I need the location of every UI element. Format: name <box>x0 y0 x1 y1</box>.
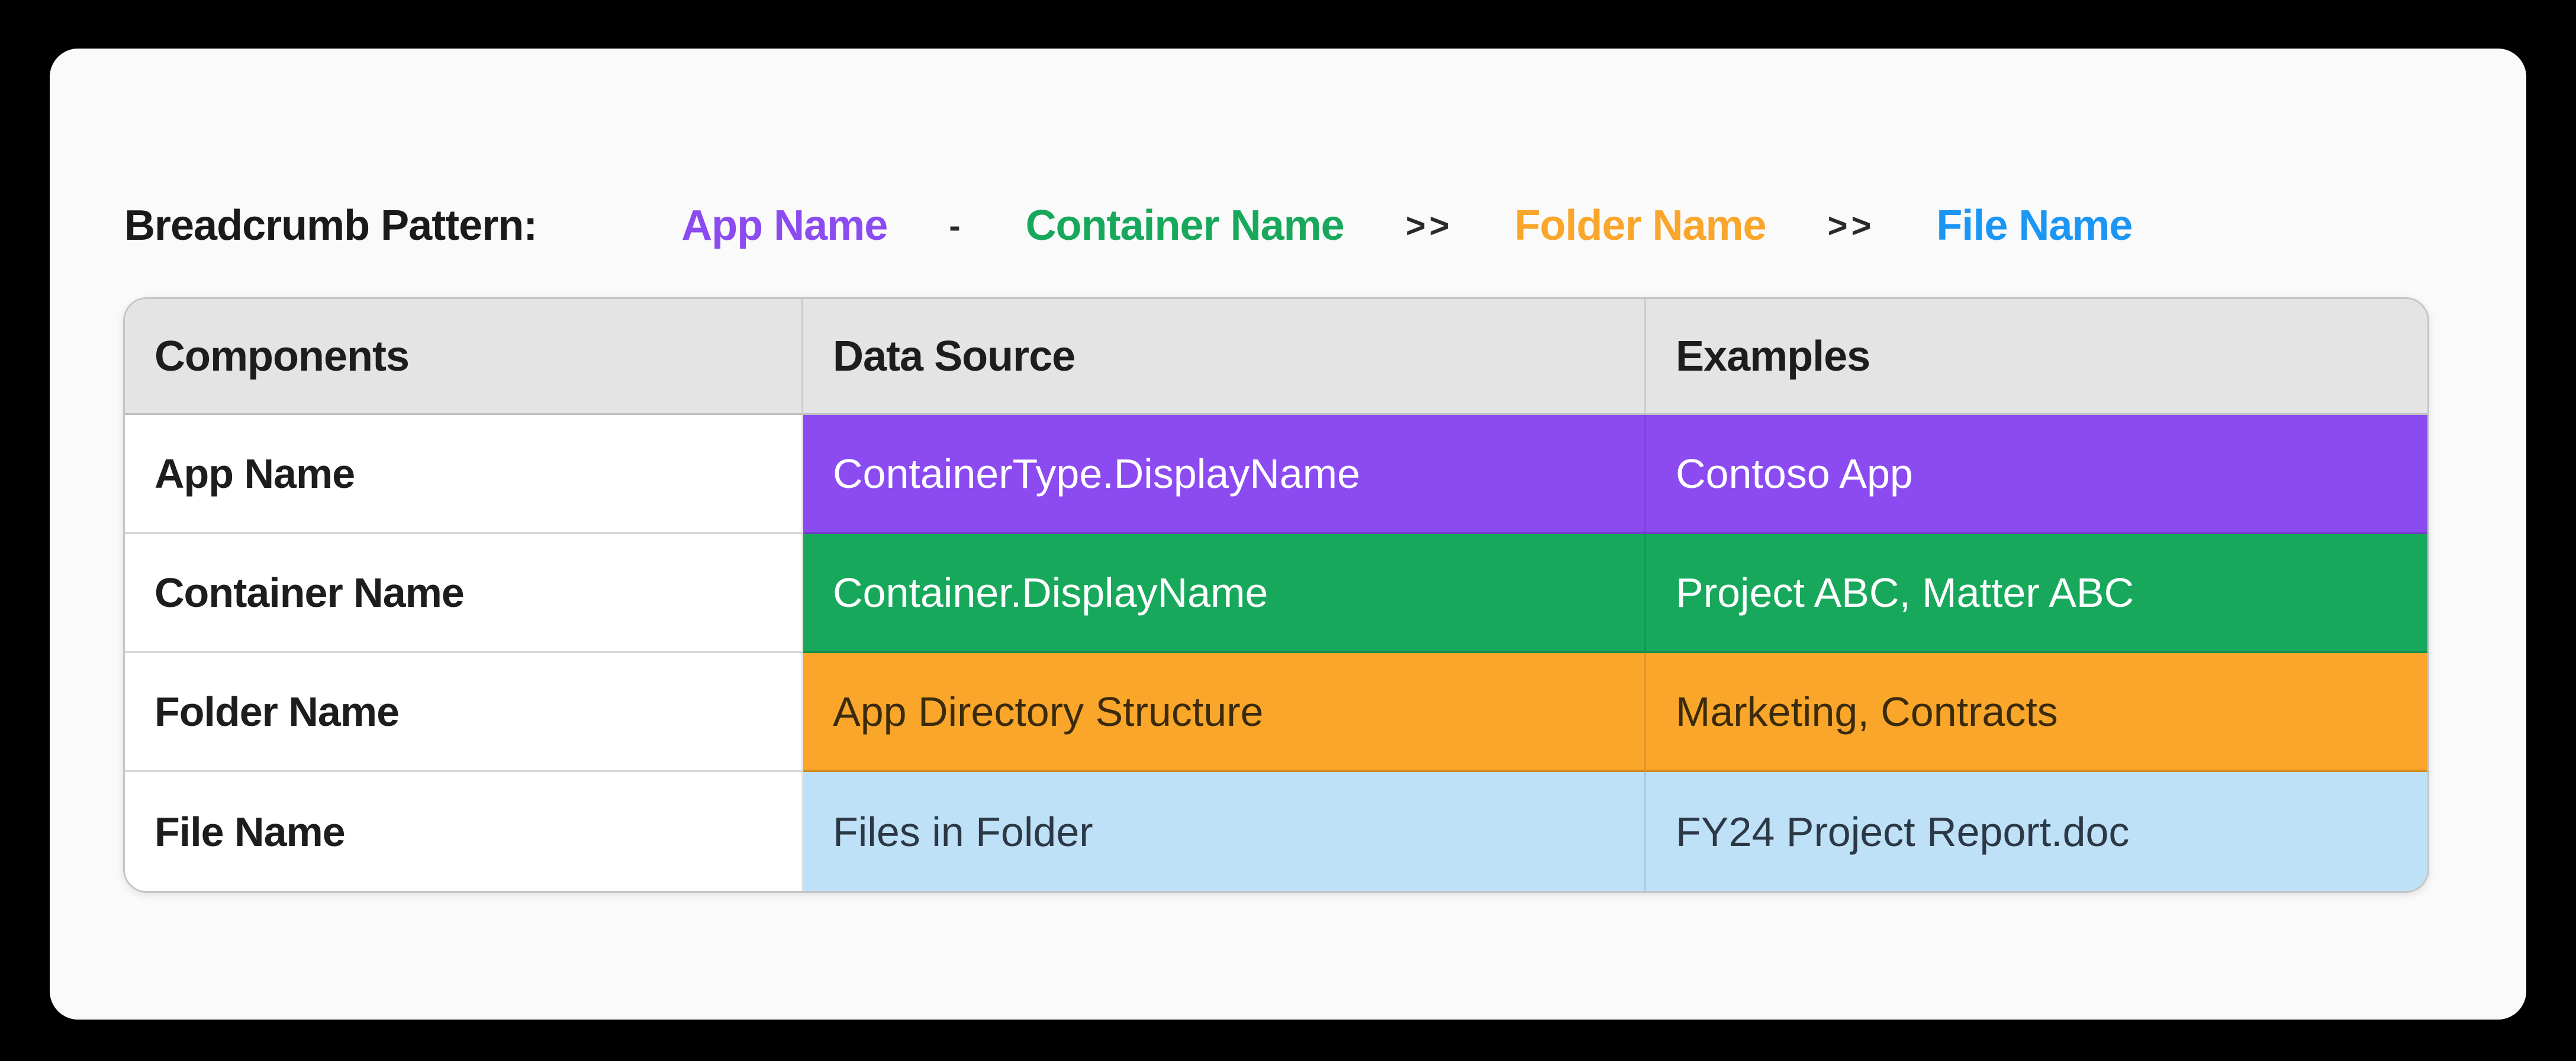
breadcrumb-item-file-name: File Name <box>1936 202 2133 249</box>
table-cell-component: Container Name <box>125 534 803 653</box>
breadcrumb-item-folder-name: Folder Name <box>1514 202 1766 249</box>
table-cell-example: Project ABC, Matter ABC <box>1646 534 2427 653</box>
table-cell-data-source: ContainerType.DisplayName <box>803 415 1646 534</box>
column-header-examples: Examples <box>1646 299 2427 415</box>
table-cell-example: Marketing, Contracts <box>1646 653 2427 772</box>
table-cell-data-source: Files in Folder <box>803 772 1646 891</box>
breadcrumb-item-container-name: Container Name <box>1025 202 1345 249</box>
table-cell-component: App Name <box>125 415 803 534</box>
content-card: Breadcrumb Pattern: App Name - Container… <box>50 49 2526 1020</box>
table-cell-data-source: App Directory Structure <box>803 653 1646 772</box>
column-header-data-source: Data Source <box>803 299 1646 415</box>
components-table: Components Data Source Examples App Name… <box>123 297 2429 893</box>
breadcrumb-pattern-label: Breadcrumb Pattern: <box>124 202 537 249</box>
breadcrumb: Breadcrumb Pattern: App Name - Container… <box>124 201 2133 250</box>
breadcrumb-separator-dash: - <box>949 206 964 245</box>
breadcrumb-separator-chevrons: >> <box>1827 206 1875 245</box>
table-cell-data-source: Container.DisplayName <box>803 534 1646 653</box>
table-cell-example: FY24 Project Report.doc <box>1646 772 2427 891</box>
table-cell-component: File Name <box>125 772 803 891</box>
column-header-components: Components <box>125 299 803 415</box>
table-cell-example: Contoso App <box>1646 415 2427 534</box>
breadcrumb-separator-chevrons: >> <box>1405 206 1453 245</box>
breadcrumb-item-app-name: App Name <box>681 202 888 249</box>
table-cell-component: Folder Name <box>125 653 803 772</box>
